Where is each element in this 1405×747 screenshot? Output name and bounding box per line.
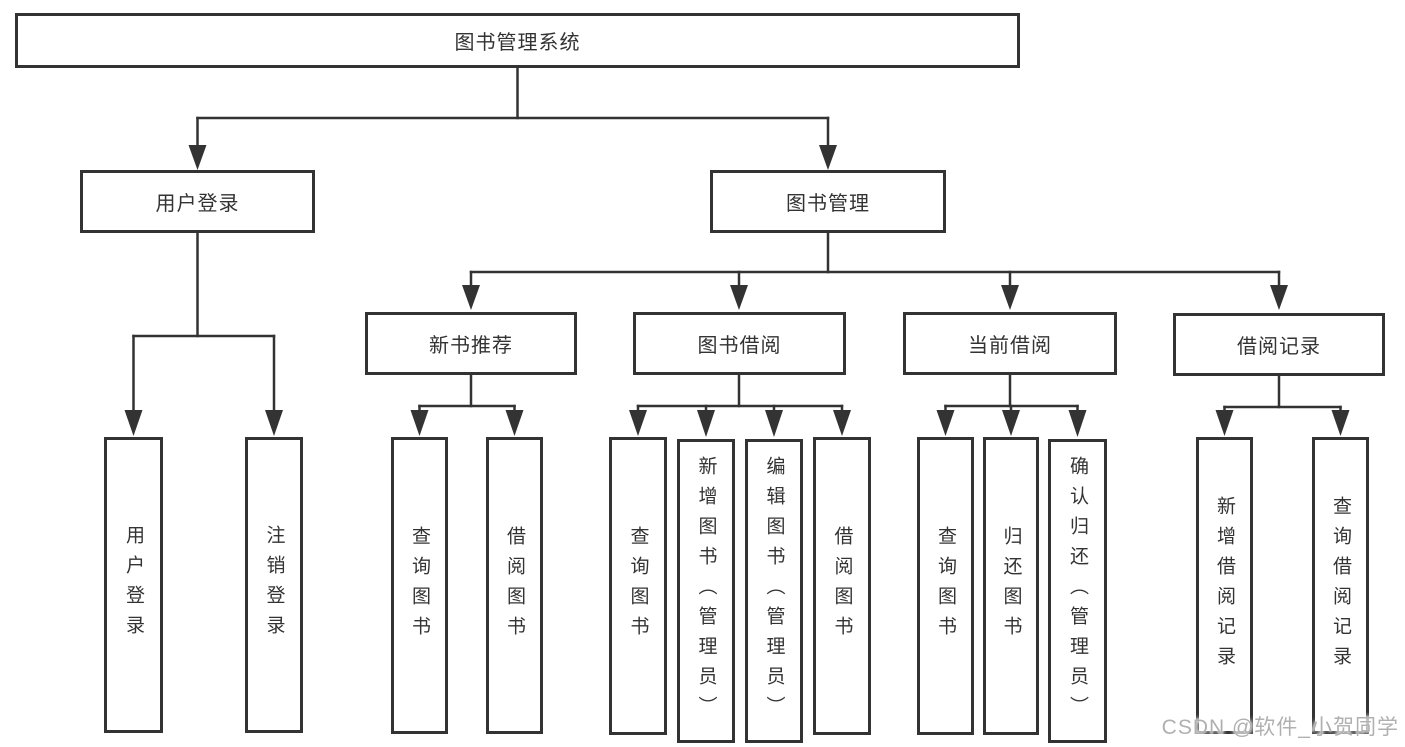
node-book-management-label: 图书管理 (786, 193, 870, 215)
leaf-edit-book-admin-label: 编辑图书（管理员） (763, 456, 785, 726)
leaf-recommend-borrow-books: 借阅图书 (486, 437, 543, 734)
leaf-current-query-books: 查询图书 (917, 437, 974, 735)
leaf-current-query-books-label: 查询图书 (935, 526, 956, 646)
node-borrow-records-label: 借阅记录 (1237, 336, 1321, 358)
node-book-borrow-label: 图书借阅 (697, 335, 782, 357)
leaf-query-borrow-record-label: 查询借阅记录 (1330, 495, 1351, 676)
leaf-borrow-query-books: 查询图书 (609, 437, 667, 735)
node-root: 图书管理系统 (15, 13, 1020, 68)
leaf-add-borrow-record: 新增借阅记录 (1196, 437, 1253, 734)
leaf-add-borrow-record-label: 新增借阅记录 (1214, 495, 1235, 676)
leaf-user-login-label: 用户登录 (123, 525, 144, 645)
leaf-user-login: 用户登录 (104, 437, 163, 733)
node-borrow-records: 借阅记录 (1173, 313, 1385, 376)
node-current-borrow-label: 当前借阅 (968, 335, 1052, 357)
leaf-recommend-borrow-books-label: 借阅图书 (504, 525, 525, 646)
node-book-borrow: 图书借阅 (633, 312, 846, 375)
csdn-watermark: CSDN @软件_小贺同学 (1161, 716, 1399, 739)
leaf-add-book-admin: 新增图书（管理员） (677, 439, 735, 743)
leaf-confirm-return-admin: 确认归还（管理员） (1048, 439, 1107, 743)
leaf-borrow-borrow-books-label: 借阅图书 (831, 526, 853, 646)
node-new-book-recommend: 新书推荐 (365, 312, 577, 375)
leaf-query-borrow-record: 查询借阅记录 (1312, 437, 1369, 734)
node-book-management: 图书管理 (710, 170, 946, 233)
node-new-book-recommend-label: 新书推荐 (429, 335, 513, 357)
leaf-add-book-admin-label: 新增图书（管理员） (695, 456, 717, 726)
node-current-borrow: 当前借阅 (903, 312, 1117, 375)
node-root-label: 图书管理系统 (454, 32, 581, 54)
leaf-confirm-return-admin-label: 确认归还（管理员） (1067, 456, 1088, 726)
node-user-login-label: 用户登录 (155, 193, 240, 215)
leaf-borrow-borrow-books: 借阅图书 (813, 437, 871, 735)
leaf-recommend-query-books-label: 查询图书 (409, 525, 430, 646)
node-user-login: 用户登录 (80, 170, 315, 233)
leaf-logout: 注销登录 (245, 437, 303, 733)
leaf-recommend-query-books: 查询图书 (391, 437, 448, 734)
leaf-return-books-label: 归还图书 (1000, 526, 1022, 646)
leaf-return-books: 归还图书 (983, 437, 1039, 735)
leaf-edit-book-admin: 编辑图书（管理员） (745, 439, 803, 743)
leaf-borrow-query-books-label: 查询图书 (627, 526, 649, 646)
leaf-logout-label: 注销登录 (263, 525, 285, 645)
